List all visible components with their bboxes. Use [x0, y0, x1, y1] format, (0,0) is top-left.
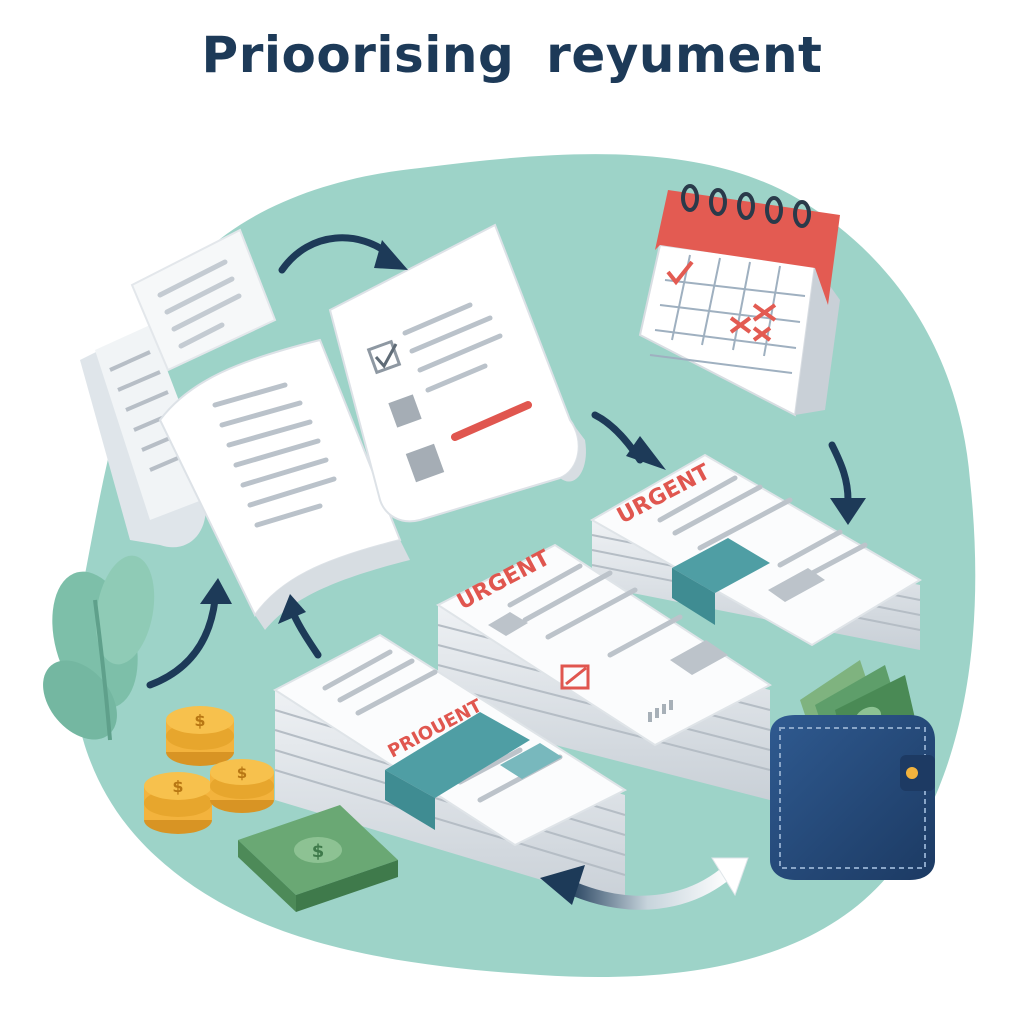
- wallet-icon: [770, 660, 935, 880]
- arrow-icon: [278, 234, 394, 274]
- arrow-icon: [374, 240, 408, 270]
- arrow-icon: [830, 498, 866, 525]
- page-title: Prioorising reyument: [201, 26, 823, 84]
- svg-text:$: $: [172, 777, 183, 796]
- plant-icon: [43, 555, 155, 741]
- arrow-icon: [540, 865, 585, 905]
- document-icon: [158, 338, 410, 630]
- coins-icon: $ $ $: [144, 706, 274, 834]
- svg-text:$: $: [312, 841, 325, 862]
- document-icon: [130, 228, 277, 372]
- arrow-icon: [200, 578, 232, 604]
- arrow-icon: [828, 441, 852, 504]
- paper-stack-middle: URGENT: [436, 543, 772, 800]
- arrow-icon: [558, 863, 737, 910]
- arrow-icon: [626, 436, 666, 470]
- paper-stack-front: PRIOUENT: [273, 633, 628, 905]
- cash-icon: $: [238, 805, 398, 912]
- arrow-icon: [711, 857, 749, 897]
- svg-text:$: $: [194, 711, 205, 730]
- arrow-icon: [146, 596, 219, 689]
- svg-text:$: $: [237, 764, 247, 782]
- calendar-icon: [638, 184, 840, 417]
- arrow-icon: [290, 611, 322, 659]
- arrow-icon: [278, 594, 306, 624]
- paper-stack-back: URGENT: [589, 453, 922, 650]
- checklist-icon: [328, 223, 586, 523]
